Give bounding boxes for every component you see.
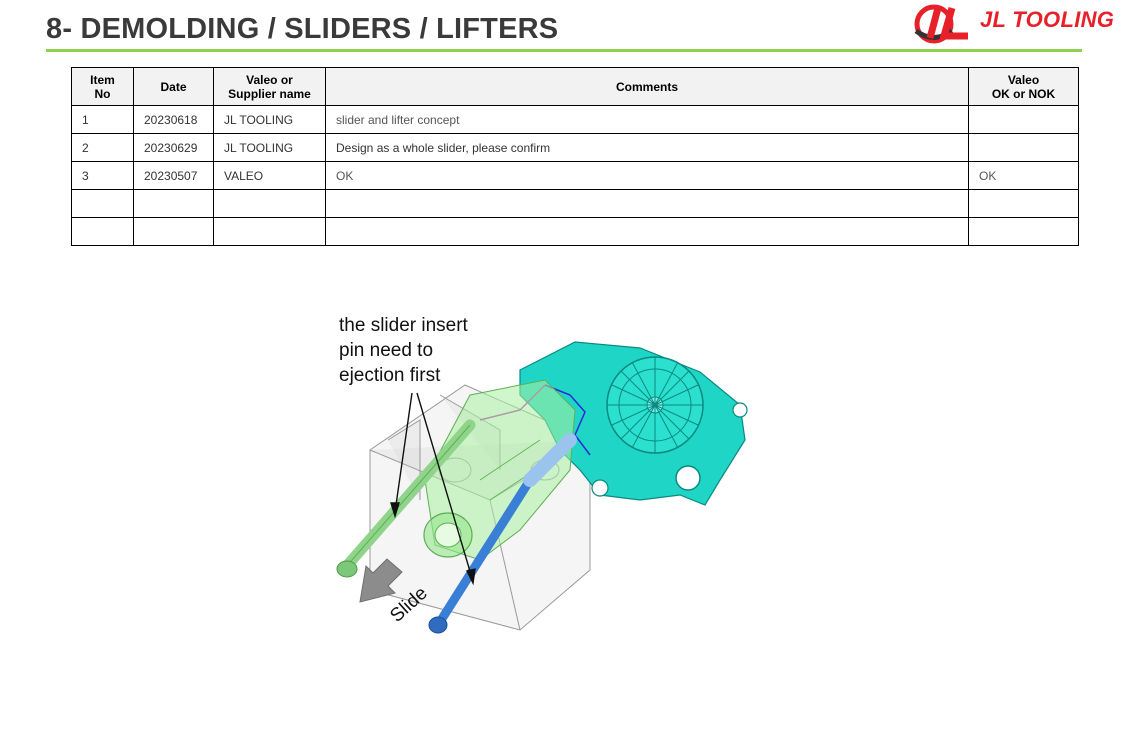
cell-status xyxy=(968,133,1079,162)
cell-date xyxy=(133,217,214,246)
cell-comment xyxy=(325,217,969,246)
table-row xyxy=(71,217,1079,246)
table-row: 1 20230618 JL TOOLING slider and lifter … xyxy=(71,105,1079,134)
blue-pin xyxy=(428,433,577,634)
review-table: Item No Date Valeo or Supplier name Comm… xyxy=(71,67,1079,246)
cell-name: JL TOOLING xyxy=(213,133,326,162)
annotation-line-1: the slider insert xyxy=(339,315,468,336)
cell-date: 20230618 xyxy=(133,105,214,134)
cell-item: 3 xyxy=(71,161,134,190)
table-row: 2 20230629 JL TOOLING Design as a whole … xyxy=(71,133,1079,162)
cell-comment: slider and lifter concept xyxy=(325,105,969,134)
cell-item: 1 xyxy=(71,105,134,134)
table-header-row: Item No Date Valeo or Supplier name Comm… xyxy=(71,67,1079,106)
annotation-line-2: pin need to xyxy=(339,340,434,361)
cell-item: 2 xyxy=(71,133,134,162)
title-underline xyxy=(46,49,1082,52)
header-comments: Comments xyxy=(325,67,969,106)
cell-status xyxy=(968,105,1079,134)
cell-comment: Design as a whole slider, please confirm xyxy=(325,133,969,162)
annotation-arrows xyxy=(390,392,476,586)
cell-comment: OK xyxy=(325,161,969,190)
mold-slider-illustration: Slide xyxy=(336,341,748,634)
header-date: Date xyxy=(133,67,214,106)
cell-name xyxy=(213,189,326,218)
logo-text: JL TOOLING xyxy=(980,7,1115,32)
cell-status xyxy=(968,189,1079,218)
cell-name xyxy=(213,217,326,246)
cell-item xyxy=(71,217,134,246)
cell-item xyxy=(71,189,134,218)
annotation-line-3: ejection first xyxy=(339,365,441,386)
table-row: 3 20230507 VALEO OK OK xyxy=(71,161,1079,190)
cell-status xyxy=(968,217,1079,246)
cell-name: VALEO xyxy=(213,161,326,190)
table-row xyxy=(71,189,1079,218)
cell-comment xyxy=(325,189,969,218)
green-pin xyxy=(336,419,476,578)
cell-status: OK xyxy=(968,161,1079,190)
green-slider-core xyxy=(423,379,576,561)
jl-tooling-logo-icon xyxy=(914,4,968,44)
cell-name: JL TOOLING xyxy=(213,105,326,134)
cell-date: 20230629 xyxy=(133,133,214,162)
header-item-no: Item No xyxy=(71,67,134,106)
header-status: Valeo OK or NOK xyxy=(968,67,1079,106)
cell-date xyxy=(133,189,214,218)
header-name: Valeo or Supplier name xyxy=(213,67,326,106)
cell-date: 20230507 xyxy=(133,161,214,190)
page-title: 8- DEMOLDING / SLIDERS / LIFTERS xyxy=(46,13,559,45)
slide-direction-arrow-icon xyxy=(359,558,403,603)
